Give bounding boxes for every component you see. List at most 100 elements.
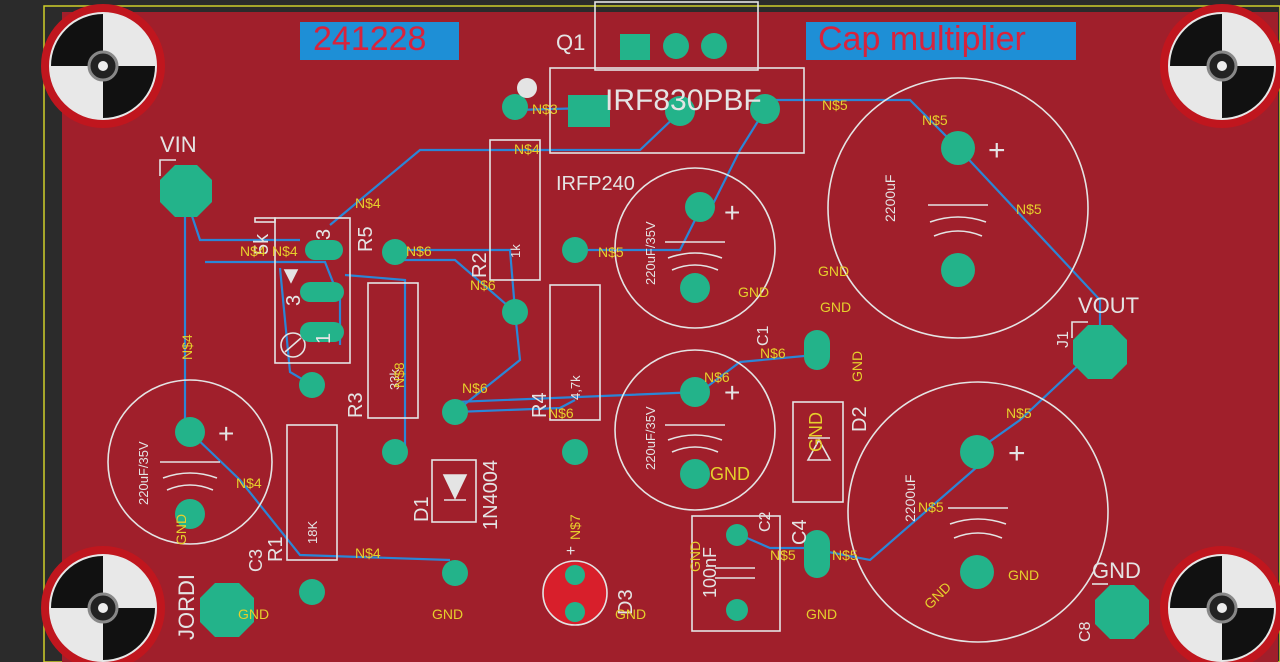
net-gnd-label-cap-big-bottom: GND bbox=[1008, 567, 1039, 583]
pot-pin1-label: 1 bbox=[313, 333, 335, 344]
q1-outline-body bbox=[549, 67, 805, 154]
trace-d1-r4 bbox=[454, 399, 576, 414]
pot-arrow-symbol bbox=[283, 269, 299, 284]
net-n4-label-vin: N$4 bbox=[179, 334, 195, 360]
net-labels: N$3 N$4 N$4 N$4 N$4 N$4 N$4 N$4 N$5 N$5 … bbox=[173, 97, 1042, 622]
net-gnd-label-cap-mid: GND bbox=[710, 464, 750, 484]
r1-value-label: 18K bbox=[305, 521, 320, 544]
r4-label: R4 bbox=[529, 392, 551, 418]
net-gnd-label-c4: GND bbox=[806, 606, 837, 622]
mounting-hole-top-right bbox=[1160, 4, 1280, 128]
net-n6-label-c1: N$6 bbox=[760, 345, 786, 361]
vout-label: VOUT bbox=[1078, 293, 1139, 318]
net-n5-label-cap-top: N$5 bbox=[922, 112, 948, 128]
net-gnd-label-d2-body: GND bbox=[806, 412, 826, 452]
plus-cap-big-top: + bbox=[988, 134, 1006, 167]
q1-alt-label: IRFP240 bbox=[556, 173, 635, 195]
j1-label: J1 bbox=[1055, 331, 1072, 348]
trace-j1-r1 bbox=[189, 431, 451, 562]
net-n7-label: N$7 bbox=[567, 514, 583, 540]
net-n4-label-pot-b: N$4 bbox=[272, 243, 298, 259]
mounting-hole-bottom-left bbox=[41, 546, 165, 662]
pot-pin3-label: 3 bbox=[313, 229, 335, 240]
c3-label: C3 bbox=[246, 549, 266, 572]
net-n5-label-c4-b: N$5 bbox=[832, 547, 858, 563]
cap-big-top-value: 2200uF bbox=[882, 175, 898, 222]
trace-r2-d1 bbox=[454, 311, 522, 413]
net-n4-label-c3: N$4 bbox=[236, 475, 262, 491]
d1-outline bbox=[431, 459, 477, 523]
gnd-pad-right bbox=[1095, 585, 1149, 639]
net-n6-label-r4: N$6 bbox=[548, 405, 574, 421]
r3-outline bbox=[367, 282, 419, 419]
plus-cap-small-left: + bbox=[218, 418, 234, 449]
title-banner bbox=[806, 22, 1076, 60]
cap-big-bottom-value: 2200uF bbox=[902, 475, 918, 522]
cap-big-bottom-outline bbox=[847, 381, 1109, 643]
cap-small-mid-value: 220uF/35V bbox=[643, 406, 658, 470]
mounting-hole-bottom-right bbox=[1160, 546, 1280, 662]
q1-pad-5 bbox=[750, 94, 780, 124]
c2-outline bbox=[691, 515, 781, 632]
trace-r5-r2-b bbox=[395, 258, 516, 313]
net-n6-label-d1: N$6 bbox=[462, 380, 488, 396]
plus-led: + bbox=[566, 543, 575, 560]
cap-big-top-outline bbox=[827, 77, 1089, 339]
q1-pad-4 bbox=[665, 96, 695, 126]
trace-r4-cap bbox=[575, 209, 701, 252]
pot-pin3-lower-label: 3 bbox=[283, 295, 305, 306]
c2-value-label: 100nF bbox=[700, 547, 720, 598]
board-outline-frame bbox=[43, 5, 1280, 662]
net-n4-label-pot: N$4 bbox=[240, 243, 266, 259]
vout-pad bbox=[1073, 325, 1127, 379]
gnd-label-right: GND bbox=[1092, 558, 1141, 583]
net-n4-label-r5: N$4 bbox=[355, 195, 381, 211]
c8-label: C8 bbox=[1077, 621, 1094, 642]
q1-label: Q1 bbox=[556, 30, 585, 55]
d2-outline bbox=[792, 401, 844, 503]
net-gnd-label-d2: GND bbox=[820, 299, 851, 315]
net-n5-label-trace: N$5 bbox=[1016, 201, 1042, 217]
part-labels: Q1 IRF830PBF IRFP240 VIN VOUT GND R5 5k … bbox=[136, 30, 1141, 642]
d1-value-label: 1N4004 bbox=[480, 460, 502, 530]
r3-value-label: 33k bbox=[387, 369, 402, 390]
gnd-pad-left bbox=[200, 583, 254, 637]
cap-small-mid-outline bbox=[614, 349, 776, 511]
r3-label: R3 bbox=[345, 392, 367, 418]
pad-pin1-marker bbox=[517, 78, 537, 98]
vin-pad bbox=[160, 165, 212, 217]
r5-label: R5 bbox=[355, 226, 377, 252]
net-n5-label-q1: N$5 bbox=[822, 97, 848, 113]
trace-c4-vout bbox=[817, 459, 986, 562]
silkscreen bbox=[107, 1, 1109, 643]
d1-label: D1 bbox=[411, 496, 433, 522]
date-banner bbox=[300, 22, 459, 60]
net-n5-label-vout: N$5 bbox=[1006, 405, 1032, 421]
cap-small-top-value: 220uF/35V bbox=[643, 221, 658, 285]
net-n6-label-r5: N$6 bbox=[406, 243, 432, 259]
pads bbox=[160, 33, 1149, 639]
q1-value-label: IRF830PBF bbox=[605, 84, 762, 117]
plus-cap-big-bottom: + bbox=[1008, 437, 1026, 470]
c1-label: C1 bbox=[755, 325, 772, 346]
date-banner-text: 241228 bbox=[313, 20, 426, 58]
net-gnd-label-cap-top: GND bbox=[738, 284, 769, 300]
mounting-hole-top-left bbox=[41, 4, 165, 128]
r2-value-label: 1k bbox=[508, 244, 523, 258]
r2-outline bbox=[489, 139, 541, 281]
c4-label: C4 bbox=[789, 519, 811, 545]
net-n3-label: N$3 bbox=[532, 101, 558, 117]
net-n4-label-r1: N$4 bbox=[355, 545, 381, 561]
d3-label: D3 bbox=[615, 589, 637, 615]
d2-label: D2 bbox=[849, 406, 871, 432]
net-n6-label-r2: N$6 bbox=[470, 277, 496, 293]
net-gnd-label-cap-big-top: GND bbox=[818, 263, 849, 279]
trace-q1-vout-1 bbox=[765, 98, 959, 149]
led-d3 bbox=[542, 560, 608, 626]
net-n5-label-r4: N$5 bbox=[598, 244, 624, 260]
cap-small-left-value: 220uF/35V bbox=[136, 441, 151, 505]
net-gnd-label-c1: GND bbox=[849, 351, 865, 382]
net-n5-label-c4: N$5 bbox=[770, 547, 796, 563]
pot-adjust-symbol bbox=[280, 332, 306, 358]
